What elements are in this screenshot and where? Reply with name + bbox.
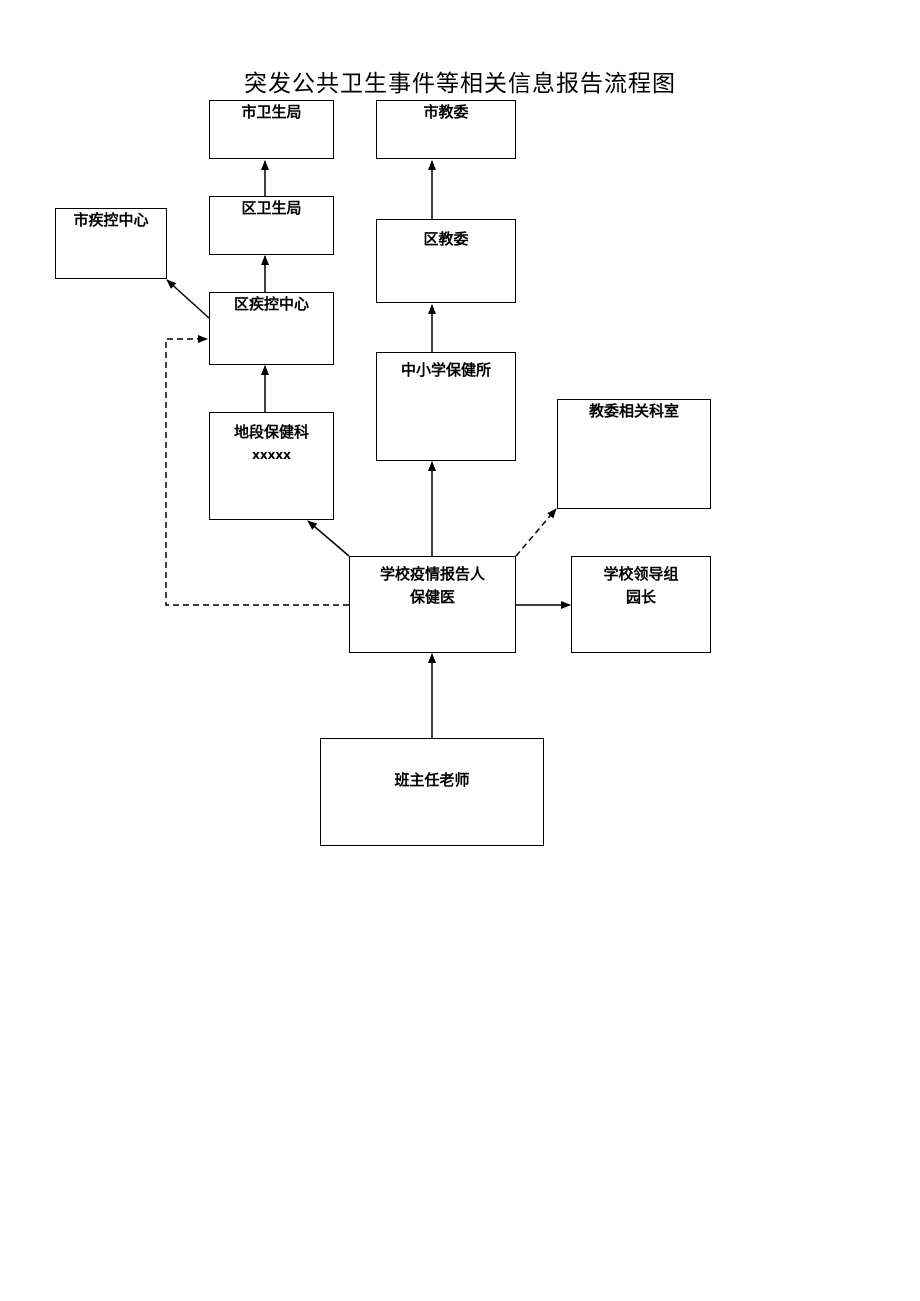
arrow-reporter-to-local-health <box>307 520 350 557</box>
node-school-reporter: 学校疫情报告人 保健医 <box>349 556 516 653</box>
node-label-line2: 园长 <box>625 588 656 606</box>
node-district-education-committee: 区教委 <box>376 219 516 303</box>
node-city-education-committee: 市教委 <box>376 100 516 159</box>
node-school-leadership: 学校领导组 园长 <box>571 556 711 653</box>
node-label-line2: xxxxx <box>252 448 291 462</box>
node-label-line1: 地段保健科 <box>233 423 309 441</box>
node-label: 市教委 <box>423 103 469 121</box>
arrow-district-cdc-to-city-cdc <box>166 279 210 319</box>
node-education-departments: 教委相关科室 <box>557 399 711 509</box>
node-school-health-institute: 中小学保健所 <box>376 352 516 461</box>
page-title: 突发公共卫生事件等相关信息报告流程图 <box>244 71 676 97</box>
node-district-cdc: 区疾控中心 <box>209 292 334 365</box>
node-label: 区教委 <box>423 230 469 248</box>
node-city-health-bureau: 市卫生局 <box>209 100 334 159</box>
node-label: 教委相关科室 <box>588 402 679 420</box>
node-local-health-section: 地段保健科 xxxxx <box>209 412 334 520</box>
node-label-line2: 保健医 <box>409 588 455 606</box>
node-label: 中小学保健所 <box>400 361 491 379</box>
dashed-arrow-reporter-to-district-cdc <box>165 335 349 606</box>
node-label: 班主任老师 <box>394 771 470 789</box>
node-label: 区疾控中心 <box>233 295 309 313</box>
node-label: 区卫生局 <box>241 199 302 217</box>
node-label: 市卫生局 <box>241 103 302 121</box>
node-district-health-bureau: 区卫生局 <box>209 196 334 255</box>
dashed-arrow-reporter-to-edu-departments <box>515 508 557 557</box>
node-city-cdc: 市疾控中心 <box>55 208 167 279</box>
node-label: 市疾控中心 <box>73 211 149 229</box>
node-label-line1: 学校领导组 <box>603 565 679 583</box>
node-head-teacher: 班主任老师 <box>320 738 544 846</box>
node-label-line1: 学校疫情报告人 <box>379 565 485 583</box>
